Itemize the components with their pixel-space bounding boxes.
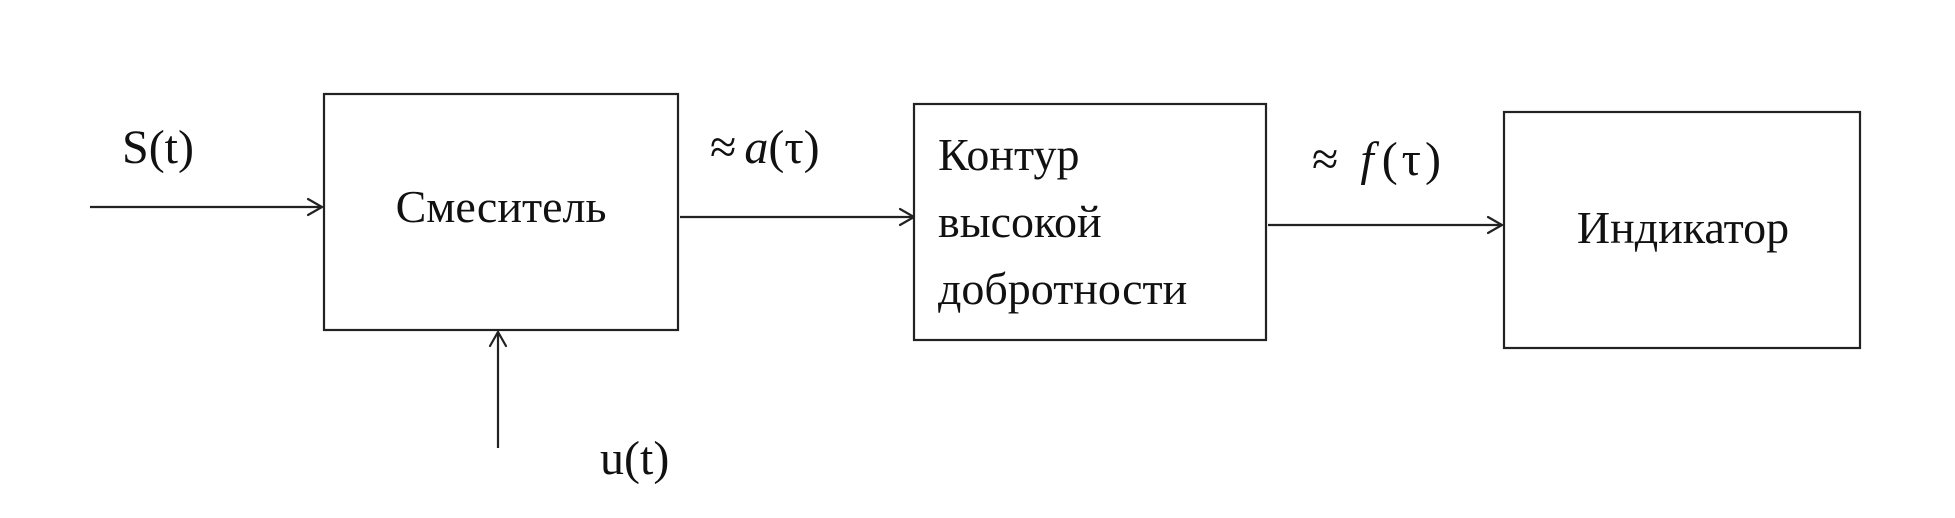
approx-a-close: ): [804, 121, 820, 174]
approx-a-open: (: [768, 121, 784, 174]
mixer-block: [322, 92, 680, 332]
approx-f-label: ≈ f(τ): [1312, 133, 1441, 186]
resonator-label-line2: высокой: [938, 196, 1102, 247]
approx-f-sign: ≈: [1312, 133, 1338, 186]
resonator-label-line1: Контур: [938, 129, 1080, 180]
approx-a-sign: ≈: [710, 121, 736, 174]
approx-a-label: ≈a(τ): [710, 121, 820, 174]
approx-f-open: (: [1382, 133, 1398, 186]
resonator-to-indicator-arrowhead: [1486, 215, 1505, 235]
input-u-label: u(t): [600, 432, 669, 485]
input-s-label: S(t): [122, 121, 194, 174]
approx-a-fn: a: [744, 121, 768, 174]
input-u-arrowhead: [488, 329, 508, 348]
approx-a-arg: τ: [784, 121, 803, 174]
indicator-block: [1502, 110, 1862, 350]
input-s-arrowhead: [306, 197, 325, 217]
resonator-label-line3: добротности: [938, 263, 1187, 314]
approx-f-fn: f: [1360, 133, 1379, 186]
resonator-block: [912, 102, 1268, 342]
mixer-label: Смеситель: [396, 181, 607, 232]
indicator-label: Индикатор: [1577, 202, 1789, 253]
approx-f-arg: τ: [1402, 133, 1421, 186]
approx-f-close: ): [1425, 133, 1441, 186]
